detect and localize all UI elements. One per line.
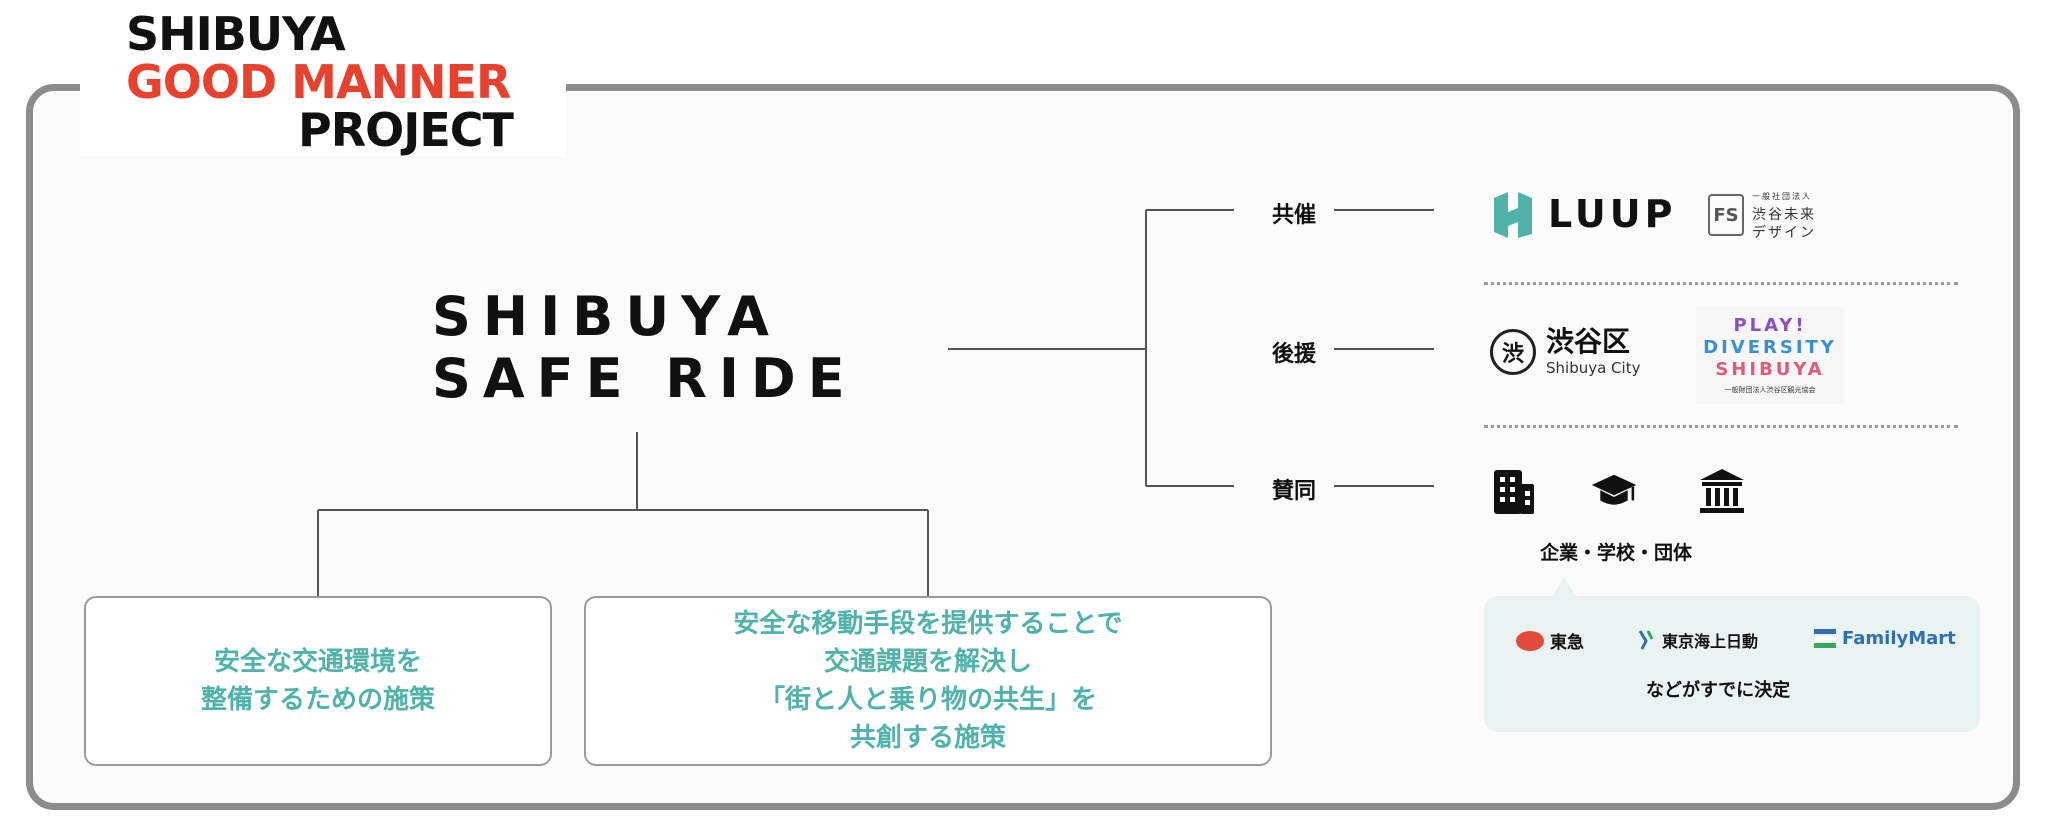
measure-text-environment: 安全な交通環境を 整備するための施策 <box>200 647 435 715</box>
luup-logo: LUUP <box>1490 186 1676 242</box>
graduation-cap-icon <box>1591 474 1637 505</box>
sponsor-footer: などがすでに決定 <box>1646 680 1791 701</box>
project-logo: SHIBUYA GOOD MANNER PROJECT <box>80 6 566 156</box>
logo-line-2: GOOD MANNER <box>126 55 511 109</box>
tokyu-mark-icon <box>1516 630 1544 651</box>
luup-wordmark: LUUP <box>1548 192 1677 236</box>
title-line-2: SAFE RIDE <box>432 347 857 410</box>
safe-ride-title: SHIBUYA SAFE RIDE <box>432 286 852 410</box>
bubble-tail <box>1552 578 1576 596</box>
shibuya-future-design-logo: FS 一般社団法人 渋谷未来 デザイン <box>1708 188 1816 242</box>
shibuya-city-logo: 渋 渋谷区 Shibuya City <box>1490 326 1640 378</box>
play-diversity-shibuya-logo: PLAY! DIVERSITY SHIBUYA 一般財団法人渋谷区観光協会 <box>1696 306 1844 404</box>
divider-dotted-2 <box>1484 425 1958 428</box>
familymart-name: FamilyMart <box>1842 628 1956 649</box>
endorser-types-label: 企業・学校・団体 <box>1540 542 1693 564</box>
tokio-marine-logo: 東京海上日動 <box>1636 628 1758 652</box>
category-endorse: 賛同 <box>1272 479 1317 504</box>
luup-mark-icon <box>1494 192 1532 238</box>
divider-dotted-1 <box>1484 282 1958 285</box>
tokyu-logo: 東急 <box>1516 628 1584 653</box>
pds-line-3: SHIBUYA <box>1715 359 1825 380</box>
sfd-name-line-2: デザイン <box>1752 225 1816 241</box>
tokio-marine-mark-icon <box>1638 630 1654 650</box>
logo-line-1: SHIBUYA <box>126 7 346 61</box>
logo-line-3: PROJECT <box>298 103 514 157</box>
measure-box-environment: 安全な交通環境を 整備するための施策 <box>84 596 552 766</box>
category-support: 後援 <box>1272 342 1317 367</box>
category-cohost: 共催 <box>1272 203 1317 228</box>
shibuya-emblem-icon: 渋 <box>1490 329 1536 375</box>
pds-org: 一般財団法人渋谷区観光協会 <box>1724 386 1816 394</box>
shibuya-city-jp: 渋谷区 <box>1546 325 1631 358</box>
pds-line-2: DIVERSITY <box>1703 337 1837 358</box>
pds-line-1: PLAY! <box>1733 315 1807 336</box>
tokyu-name: 東急 <box>1550 633 1584 653</box>
sfd-name-line-1: 渋谷未来 <box>1752 207 1816 223</box>
shibuya-city-en: Shibuya City <box>1546 359 1641 377</box>
title-line-1: SHIBUYA <box>432 285 781 348</box>
familymart-mark-icon <box>1814 629 1836 648</box>
tokio-marine-name: 東京海上日動 <box>1662 632 1759 651</box>
measure-text-mobility: 安全な移動手段を提供することで 交通課題を解決し 「街と人と乗り物の共生」を 共… <box>733 609 1123 753</box>
measure-box-mobility: 安全な移動手段を提供することで 交通課題を解決し 「街と人と乗り物の共生」を 共… <box>584 596 1272 766</box>
building-icon <box>1494 470 1534 514</box>
bank-icon <box>1700 469 1744 513</box>
sponsor-bubble <box>1484 596 1980 732</box>
sfd-org-type: 一般社団法人 <box>1752 192 1812 201</box>
familymart-logo: FamilyMart <box>1814 628 1956 649</box>
sfd-mark-icon: FS <box>1708 194 1744 236</box>
